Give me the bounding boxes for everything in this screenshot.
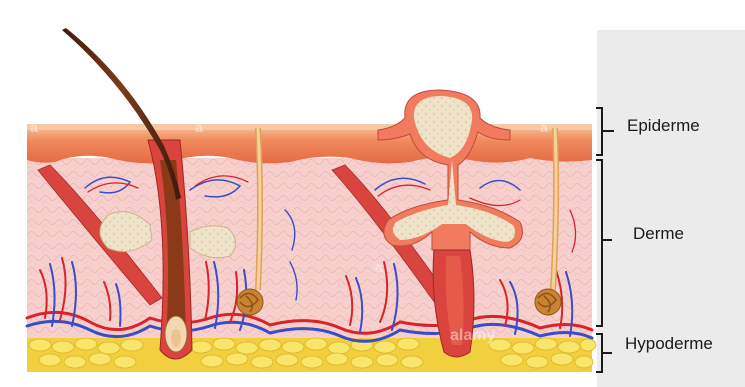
svg-text:a: a (540, 119, 548, 135)
epiderme-label: Epiderme (627, 116, 700, 136)
svg-text:alamy: alamy (450, 327, 495, 344)
hypodermis-fat-layer (27, 338, 596, 372)
svg-text:a: a (30, 119, 38, 135)
skin-block: a a a a alamy (27, 28, 596, 372)
svg-text:a: a (375, 259, 383, 275)
derme-label: Derme (633, 224, 684, 244)
hypoderme-label: Hypoderme (625, 334, 713, 354)
svg-text:a: a (195, 119, 203, 135)
